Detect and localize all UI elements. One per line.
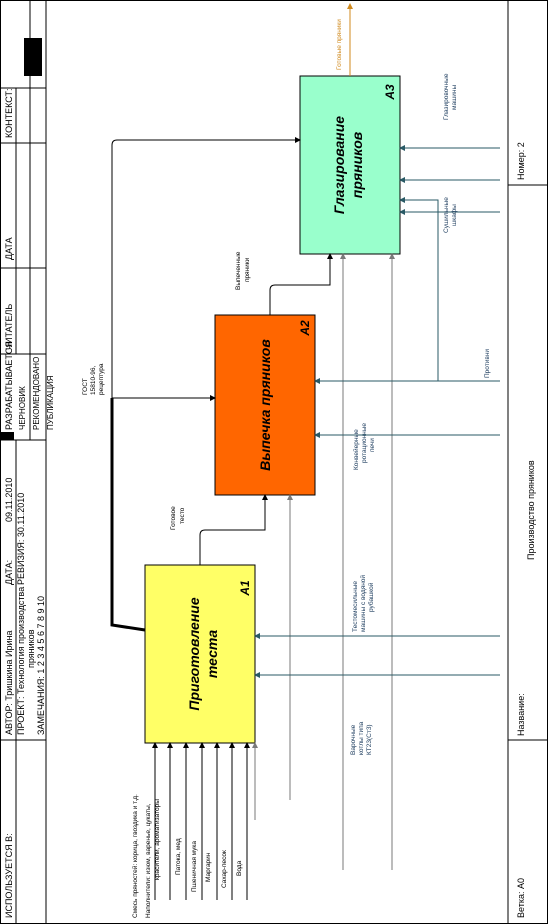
mech-trays-branch [399,197,439,381]
dryers-label-1: Сушильные [443,197,450,233]
footer-number: Номер: 2 [516,142,526,180]
box-a3-title-1: Глазирование [331,116,347,214]
output-label: Готовые пряники [336,19,343,70]
control-gost-arrow [110,137,301,632]
mixers-label-1: Тестомесильные [352,581,359,632]
input-label-sugar: Сахар-песок [221,850,228,888]
notes-label: ЗАМЕЧАНИЯ: 1 2 3 4 5 6 7 8 9 10 [36,596,46,735]
footer-title: Производство пряников [526,460,536,560]
mechanism-arrows [254,145,500,678]
mixers-label-3: рубашкой [367,582,375,612]
baked-label-1: Выпеченные [235,251,242,290]
box-a2[interactable]: Выпечка пряников A2 [214,314,316,496]
trays-label: Противни [484,349,491,378]
input-label-spices: Смесь пряностей: корица, гвоздика и т.д. [131,794,139,918]
input-label-fillers-2: красители, ароматизаторы [154,799,161,880]
status-working: РАЗРАБАТЫВАЕТСЯ [4,341,14,430]
context-label: КОНТЕКСТ: [4,89,14,138]
reader-label: ЧИТАТЕЛЬ [4,304,14,350]
boilers-label-1: Варочные [350,724,357,755]
input-label-molasses: Патока, мед [175,838,182,875]
box-a3-rect[interactable] [299,75,401,255]
context-thumbnail [24,38,42,76]
boilers-label-3: КТ23(Ст3) [366,724,373,755]
box-a3-title-2: пряников [349,131,365,198]
box-a1-rect[interactable] [144,564,256,744]
input-label-fillers: Наполнители: изюм, варенье, цукаты, [145,803,152,918]
status-publication: ПУБЛИКАЦИЯ [46,375,55,430]
box-a1-num: A1 [238,580,252,597]
gost-label-1: ГОСТ [82,378,89,395]
revision-label: РЕВИЗИЯ: 30.11.2010 [16,493,26,585]
baked-label-2: пряники [244,257,251,282]
glazers-label-2: машины [451,84,458,110]
ovens-label-1: Конвейерные [352,429,360,470]
project-label: ПРОЕКТ: Технология производства [16,587,26,735]
date-label: ДАТА: [4,560,14,585]
input-label-flour: Пшеничная мука [191,841,198,892]
gray-controls [252,253,395,870]
used-at-label: ИСПОЛЬЗУЕТСЯ В: [4,833,14,918]
box-a1-title-1: Приготовление [186,597,202,710]
date-col-label: ДАТА [4,237,14,260]
arrow-dough [199,494,268,565]
input-label-water: Вода [236,860,243,876]
header-band: ИСПОЛЬЗУЕТСЯ В: АВТОР: Тришкина Ирина ДА… [0,0,55,924]
dough-label-2: тесто [179,507,186,524]
status-draft: ЧЕРНОВИК [18,386,27,430]
gost-label-2: 15810-96, [90,366,97,395]
dough-label-1: Готовое [170,506,177,530]
mixers-label-2: машины с водяной [359,575,367,632]
project-line2: пряников [26,629,36,668]
input-label-margarine: Маргарин [205,852,212,882]
box-a1-title-2: теста [204,630,220,678]
footer-node: Ветка: А0 [516,878,526,918]
box-a3-num: A3 [383,84,397,101]
box-a2-title-1: Выпечка пряников [257,339,273,471]
date-value: 09.11.2010 [4,478,14,522]
box-a1[interactable]: Приготовление теста A1 [144,564,256,744]
ovens-label-2: ротационные [361,423,368,463]
footer-title-label: Название: [516,693,526,736]
status-marker [1,432,14,440]
status-recommended: РЕКОМЕНДОВАНО [32,357,41,430]
gost-label-3: рецептура [98,363,105,395]
glazers-label-1: Глазировочные [443,73,450,120]
input-arrows [152,742,250,900]
ovens-label-3: печи [369,438,376,452]
box-a3[interactable]: Глазирование пряников A3 [299,75,401,255]
boilers-label-2: котлы типа [358,721,365,755]
footer-band: Ветка: А0 Название: Производство прянико… [507,0,548,924]
author-label: АВТОР: Тришкина Ирина [4,631,14,735]
dryers-label-2: шкафы [451,204,458,226]
box-a2-num: A2 [298,320,312,337]
arrow-baked [269,253,333,315]
